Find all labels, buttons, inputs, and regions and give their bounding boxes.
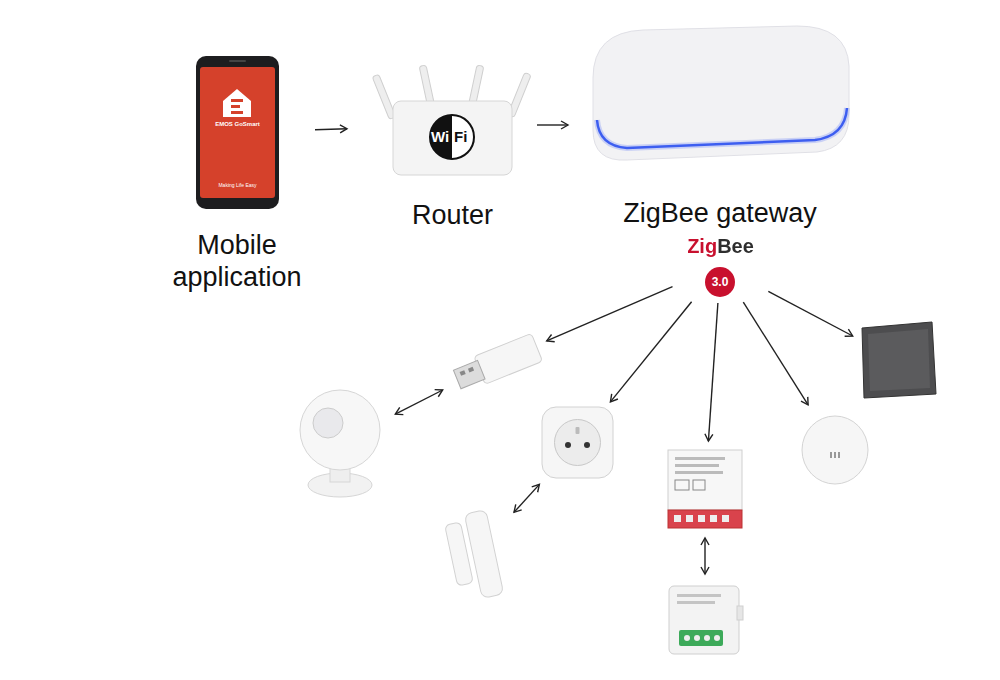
illustration-part [597,108,847,148]
illustration-part [593,26,849,160]
device-caption: Router [365,200,540,231]
illustration-part [231,99,243,102]
door-sensor-illustration [445,505,510,600]
router-illustration [385,65,520,185]
illustration-part [231,105,240,108]
connector-arrow [610,302,691,402]
illustration-part [597,108,847,148]
relay-module-illustration [665,447,745,532]
illustration-part [669,586,739,654]
connector-arrow [547,287,673,341]
illustration-part [693,480,705,490]
illustration-part [372,74,396,119]
illustration-part [675,464,719,467]
device-caption: Mobile application [157,230,317,294]
illustration-part [834,452,836,458]
illustration-part [677,594,721,597]
illustration-part [675,471,723,474]
illustration-part [231,111,243,114]
device-node: ZigBee 3.0 [678,235,763,297]
connector-arrow [514,484,539,512]
illustration-part [710,515,717,522]
connector-arrow [704,538,705,574]
protocol-logo: ZigBee [687,235,754,258]
illustration-part [430,115,474,159]
illustration-part [686,515,693,522]
device-node [445,505,510,600]
illustration-part [452,333,543,393]
illustration-part [694,635,700,641]
device-node: ZigBee gateway [585,20,855,230]
illustration-part [684,635,690,641]
illustration-part [313,408,343,438]
illustration-part [419,65,434,106]
illustration-part [714,635,720,641]
illustration-part [223,89,251,117]
device-node [540,405,615,480]
wifi-mark-text: Fi [454,128,467,145]
illustration-part [677,601,715,604]
illustration-part [196,56,279,209]
illustration-part [737,606,743,620]
illustration-part [698,515,705,522]
illustration-part [464,510,503,599]
illustration-part [675,480,689,490]
illustration-part [565,442,571,448]
illustration-part [460,370,466,376]
illustration-part [576,427,580,434]
device-node: EMOS GoSmartMaking Life EasyMobile appli… [195,55,280,210]
app-name: EMOS GoSmart [200,121,275,128]
illustration-part [468,367,474,373]
illustration-part [300,390,380,470]
wifi-mark-text: Wi [431,128,449,145]
device-node [665,447,745,532]
motion-sensor-illustration [290,385,390,500]
illustration-part [229,60,246,62]
illustration-part [704,635,710,641]
illustration-part [453,360,485,388]
illustration-part [200,67,275,198]
usb-dongle-illustration [448,328,543,398]
version-badge: 3.0 [705,267,735,297]
flood-sensor-illustration [800,410,870,485]
illustration-part [675,457,725,460]
illustration-part [668,450,742,510]
illustration-part [679,630,723,646]
device-node: Router [385,65,520,185]
connector-arrow [537,124,568,125]
illustration-part [868,329,930,391]
connector-arrow [315,129,347,130]
app-slogan: Making Life Easy [200,183,275,189]
illustration-part [584,442,590,448]
mini-module-illustration [665,580,745,660]
device-node [290,385,390,500]
illustration-part [430,115,452,159]
connector-arrow [768,291,852,336]
smart-socket-illustration [540,405,615,480]
illustration-part [469,65,484,106]
illustration-part [393,101,512,175]
illustration-part [674,515,681,522]
device-node [858,320,938,400]
illustration-part [830,452,832,458]
illustration-part [555,420,601,466]
illustration-part [542,407,613,478]
connector-arrow [708,303,718,441]
wall-switch-illustration [858,320,938,400]
illustration-part [862,322,936,398]
illustration-part [722,515,729,522]
device-node [448,328,543,398]
illustration-part [802,416,868,484]
illustration-part [838,452,840,458]
connector-arrow [743,302,808,405]
illustration-part [668,510,742,528]
device-node [800,410,870,485]
connector-arrow [395,390,442,414]
device-node [665,580,745,660]
device-caption: ZigBee gateway [575,198,865,229]
